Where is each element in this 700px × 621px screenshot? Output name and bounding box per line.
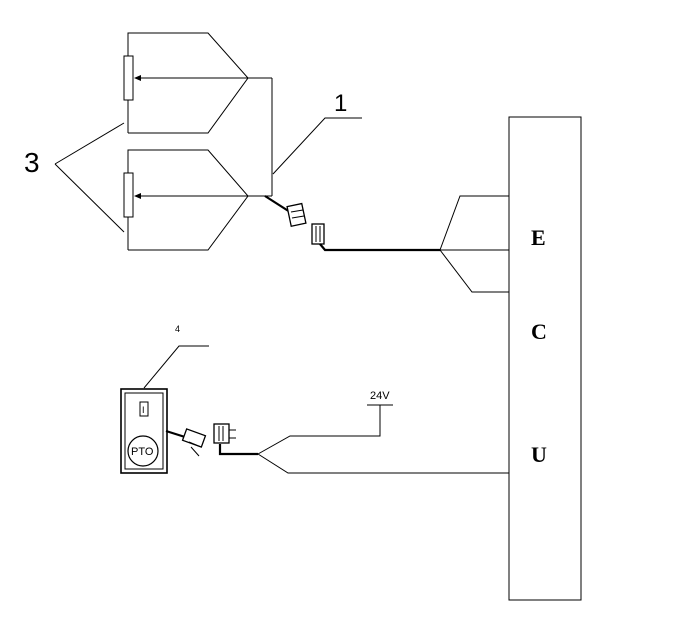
callout-4-label: 4	[175, 324, 180, 334]
wiper-arrow-upper	[134, 75, 141, 81]
callout-4: 4	[143, 324, 209, 389]
pto-fanout: 24V	[257, 390, 509, 474]
sensor-lower	[123, 149, 265, 251]
pto-button-label: PTO	[131, 446, 154, 458]
pto-switch: I PTO	[120, 388, 168, 474]
ecu-letter-c: C	[531, 319, 547, 344]
sensor-bus	[248, 77, 291, 213]
pto-switch-mark: I	[142, 405, 145, 415]
ecu-fanout-upper	[439, 195, 509, 293]
ecu-box: E C U	[508, 116, 582, 601]
voltage-label: 24V	[370, 390, 390, 402]
sensor-upper	[123, 32, 249, 134]
ecu-letter-u: U	[531, 442, 547, 467]
callout-1: 1	[272, 90, 362, 175]
resistor-lower	[123, 172, 134, 218]
callout-1-label: 1	[334, 90, 347, 117]
callout-3: 3	[24, 122, 125, 233]
connector-harness-1	[286, 202, 440, 252]
wiper-arrow-lower	[134, 193, 141, 199]
ecu-letter-e: E	[531, 225, 546, 250]
callout-3-label: 3	[24, 147, 40, 178]
pto-connector	[165, 423, 258, 457]
resistor-upper	[123, 55, 134, 101]
pto-button	[127, 435, 159, 467]
